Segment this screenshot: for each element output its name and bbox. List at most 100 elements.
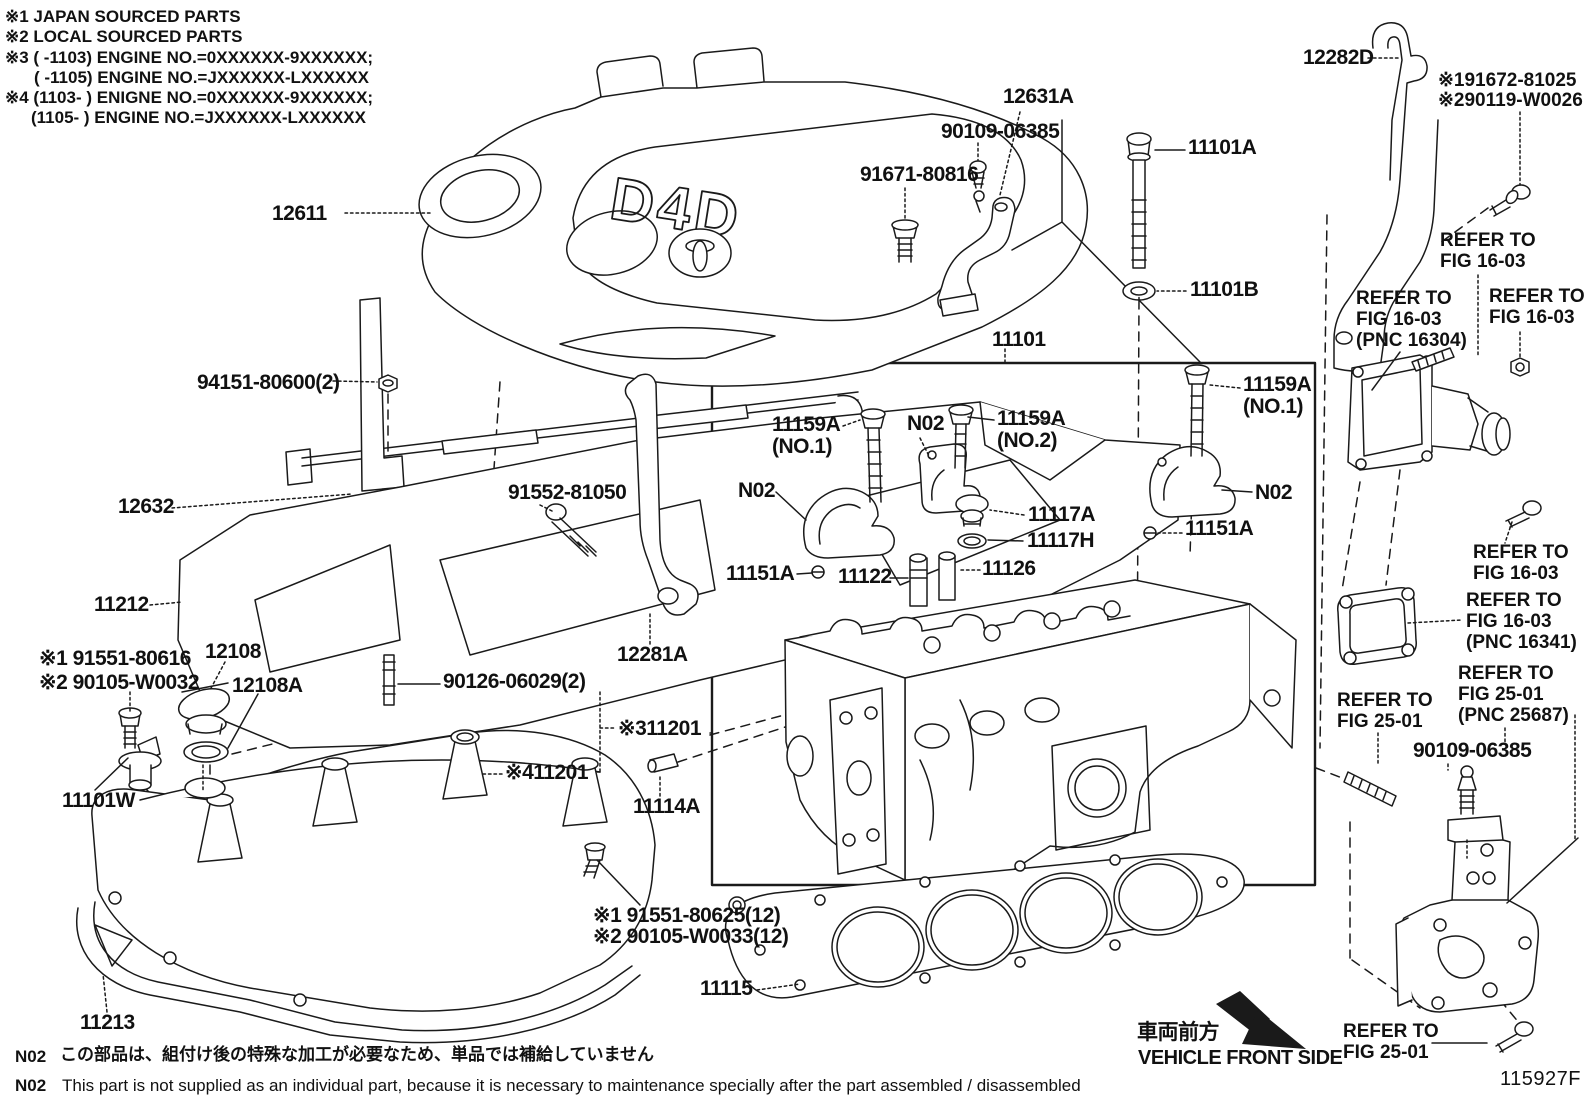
figure-code: 115927F: [1500, 1068, 1581, 1090]
engine-cover-12611: D4D: [418, 47, 1089, 387]
refer-fig16-03-c: REFER TO FIG 16-03: [1473, 542, 1569, 584]
pin-11151a-right: [1143, 526, 1157, 540]
bolt-91671: [891, 219, 919, 263]
callout-11101: 11101: [992, 328, 1046, 351]
footnote-code-2: N02: [15, 1076, 47, 1095]
callout-n02-left: N02: [738, 479, 776, 502]
valve-cover-gasket-11213: [76, 901, 641, 1044]
callout-90109-06385-top: 90109-06385: [941, 120, 1060, 143]
callout-91552-81050: 91552-81050: [508, 481, 627, 504]
refer-fig25-01-left: REFER TO FIG 25-01: [1337, 690, 1433, 732]
pin-11151a-left: [811, 565, 825, 579]
refer-fig16-03-b: REFER TO FIG 16-03: [1489, 286, 1585, 328]
bolt-91672: [1489, 184, 1531, 217]
callout-91551-80625: ※1 91551-80625(12): [593, 904, 781, 927]
callout-91551-80616: ※1 91551-80616: [39, 647, 191, 670]
nut-fig16-03: [1510, 357, 1530, 377]
bolt-fig16-03-mid: [1505, 500, 1542, 528]
callout-11117a: 11117A: [1028, 503, 1096, 526]
bolt-90109-bottom: [1457, 765, 1477, 815]
cylinder-head-11101: [784, 579, 1297, 886]
callout-11101w: 11101W: [62, 789, 135, 812]
valve-guide-11126: [938, 551, 956, 601]
callout-12108a: 12108A: [232, 674, 303, 697]
callout-12611: 12611: [272, 202, 327, 225]
refer-fig16-03-pnc16341: REFER TO FIG 16-03 (PNC 16341): [1466, 590, 1577, 653]
callout-12108: 12108: [205, 640, 261, 663]
refer-fig25-01-pnc25687: REFER TO FIG 25-01 (PNC 25687): [1458, 663, 1569, 726]
bracket-12631a: [937, 196, 1016, 317]
note-line-6: (1105- ) ENGINE NO.=JXXXXXX-LXXXXXX: [31, 108, 366, 127]
note-line-3: ※3 ( -1103) ENGINE NO.=0XXXXXX-9XXXXXX;: [5, 48, 374, 67]
callout-11159a-no2: 11159A (NO.2): [997, 407, 1066, 452]
callout-n02-mid: N02: [907, 412, 945, 435]
leader-lines: [102, 57, 1576, 1013]
footnote-code-1: N02: [15, 1047, 47, 1066]
stud-fig25-01: [1343, 771, 1397, 807]
bolt-11159a-left: [860, 408, 886, 503]
head-gasket-11115: [724, 853, 1245, 999]
valve-cover-11201-group: [91, 729, 656, 1012]
note-line-1: ※1 JAPAN SOURCED PARTS: [5, 7, 241, 26]
callout-90105-w0033: ※2 90105-W0033(12): [593, 925, 789, 948]
callout-12282d: 12282D: [1303, 46, 1374, 69]
vehicle-front-label-jp: 車両前方: [1137, 1021, 1220, 1044]
callout-11151a-right: 11151A: [1185, 517, 1254, 540]
callout-11115: 11115: [700, 977, 753, 1000]
sensor-11101w: [118, 736, 162, 791]
callout-91671-80816: 91671-80816: [860, 163, 979, 186]
note-line-5: ※4 (1103- ) ENIGNE NO.=0XXXXXX-9XXXXXX;: [5, 88, 374, 107]
bracket-12281a: [624, 373, 699, 616]
callout-90105-w0032: ※2 90105-W0032: [39, 671, 200, 694]
stud-90126: [382, 654, 396, 706]
solid-leaders: [94, 149, 1488, 1044]
note-line-2: ※2 LOCAL SOURCED PARTS: [5, 27, 243, 46]
pnc25687-pointer: [1506, 837, 1579, 904]
callout-11159a-no1-left: 11159A (NO.1): [772, 413, 841, 458]
callout-11212: 11212: [94, 593, 149, 616]
callout-11117h: 11117H: [1027, 529, 1095, 552]
callout-12631a: 12631A: [1003, 85, 1074, 108]
callout-91672-81025: ※191672-81025: [1438, 70, 1577, 91]
cam-cap-n02-left: [803, 487, 895, 559]
bolt-11159a-no2: [948, 404, 974, 469]
bolt-90109-top: [969, 160, 987, 213]
callout-11101b: 11101B: [1190, 278, 1259, 301]
bolt-91552: [545, 503, 597, 557]
oil-filler-cap-12108: [177, 682, 231, 763]
cam-cap-n02-right: [1149, 446, 1236, 518]
callout-90119-w0026: ※290119-W0026: [1438, 90, 1583, 111]
footnote-jp: この部品は、組付け後の特殊な加工が必要なため、単品では補給していません: [60, 1045, 654, 1064]
footnote-en: This part is not supplied as an individu…: [62, 1076, 1081, 1095]
callout-11159a-no1-right: 11159A (NO.1): [1243, 373, 1312, 418]
callout-11101a: 11101A: [1188, 136, 1257, 159]
bolt-11159a-right: [1184, 364, 1210, 457]
note-line-4: ( -1105) ENGINE NO.=JXXXXXX-LXXXXXX: [34, 68, 369, 87]
valve-guide-11122: [909, 553, 928, 607]
refer-fig16-03-a: REFER TO FIG 16-03: [1440, 230, 1536, 272]
vehicle-front-label-en: VEHICLE FRONT SIDE: [1138, 1047, 1343, 1069]
callout-12281a: 12281A: [617, 643, 688, 666]
callout-12632: 12632: [118, 495, 174, 518]
plug-11117a: [955, 494, 989, 527]
bolt-91551-80616: [118, 707, 142, 749]
callout-11201-x4: ※411201: [505, 761, 589, 784]
callout-11114a: 11114A: [633, 795, 701, 818]
bolt-91551-80625: [583, 842, 606, 879]
toyota-logo: [668, 228, 732, 278]
water-outlet-housing: [1347, 354, 1511, 471]
callout-11213: 11213: [80, 1011, 135, 1034]
refer-fig25-01-bottom: REFER TO FIG 25-01: [1343, 1021, 1439, 1063]
head-bolt-11101a: [1126, 132, 1152, 269]
callout-n02-right: N02: [1255, 481, 1293, 504]
callout-11126: 11126: [982, 557, 1036, 580]
gasket-11117h: [957, 533, 987, 549]
mount-bracket-25687: [1395, 815, 1540, 1013]
bolt-fig25-01-bottom: [1495, 1021, 1534, 1053]
refer-fig16-03-pnc16304: REFER TO FIG 16-03 (PNC 16304): [1356, 288, 1467, 351]
nut-94151: [378, 374, 398, 393]
pin-11114a: [647, 753, 679, 773]
stud-fig16-03: [1411, 347, 1455, 372]
